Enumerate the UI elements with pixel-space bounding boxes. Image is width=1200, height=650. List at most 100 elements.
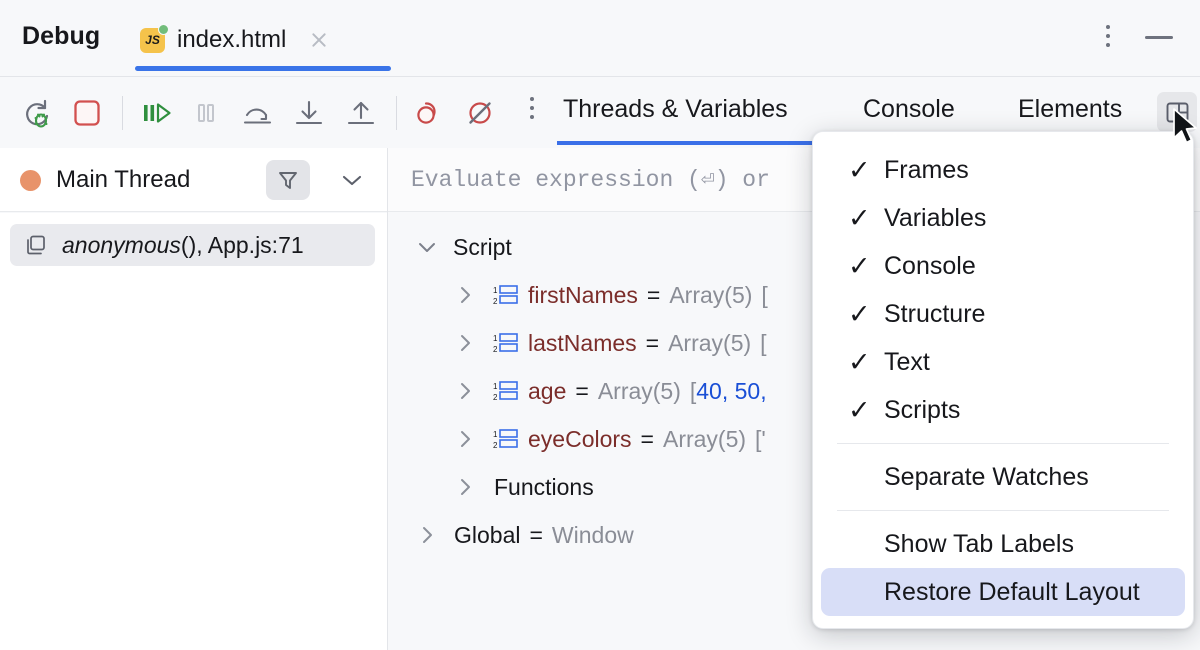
menu-item-label: Variables bbox=[884, 203, 987, 232]
tree-row-eyecolors[interactable]: 1 2 eyeColors = Array(5) [' bbox=[452, 419, 766, 459]
mute-breakpoints-icon bbox=[469, 102, 491, 124]
menu-item-scripts[interactable]: ✓ Scripts bbox=[813, 386, 1193, 434]
svg-text:1: 1 bbox=[493, 286, 498, 295]
chevron-down-icon bbox=[342, 175, 362, 186]
threads-panel-header bbox=[0, 148, 387, 212]
tab-console[interactable]: Console bbox=[863, 95, 955, 123]
assignment-operator: = bbox=[645, 329, 660, 356]
chevron-right-icon[interactable] bbox=[452, 282, 478, 308]
array-icon: 1 2 bbox=[493, 333, 518, 354]
threads-panel-body bbox=[0, 213, 387, 650]
tree-row-global[interactable]: Global = Window bbox=[414, 515, 634, 555]
minimize-icon[interactable] bbox=[1145, 36, 1173, 39]
check-icon: ✓ bbox=[848, 394, 871, 425]
tree-row-age[interactable]: 1 2 age = Array(5) [ 40, 50, bbox=[452, 371, 767, 411]
menu-item-restore-default-layout[interactable]: Restore Default Layout bbox=[821, 568, 1185, 616]
check-icon: ✓ bbox=[848, 154, 871, 185]
rerun-debug-button[interactable] bbox=[16, 92, 58, 134]
chevron-right-icon[interactable] bbox=[452, 426, 478, 452]
filter-button[interactable] bbox=[266, 160, 310, 200]
tab-threads-and-variables[interactable]: Threads & Variables bbox=[563, 95, 788, 123]
chevron-right-icon[interactable] bbox=[414, 522, 440, 548]
variable-value-tail: [' bbox=[755, 425, 766, 452]
step-into-button[interactable] bbox=[288, 92, 330, 134]
variable-name: age bbox=[528, 377, 567, 404]
window-title: Debug bbox=[22, 22, 101, 50]
tree-row-label: Script bbox=[453, 233, 512, 260]
check-icon: ✓ bbox=[848, 250, 871, 281]
view-tab-active-indicator bbox=[557, 141, 820, 145]
filter-funnel-icon bbox=[279, 172, 297, 189]
editor-tab-index-html[interactable]: JS index.html bbox=[136, 10, 336, 70]
variable-value: Array(5) bbox=[669, 281, 753, 308]
list-item-stack-frame[interactable]: anonymous(), App.js:71 bbox=[10, 224, 375, 266]
pause-program-icon bbox=[198, 104, 214, 122]
assignment-operator: = bbox=[529, 521, 543, 548]
resume-button[interactable] bbox=[135, 92, 177, 134]
menu-item-text[interactable]: ✓ Text bbox=[813, 338, 1193, 386]
variable-value-tail: [ bbox=[760, 329, 767, 356]
toolbar-more-button[interactable] bbox=[524, 97, 540, 129]
tab-label: index.html bbox=[177, 26, 287, 53]
step-out-button[interactable] bbox=[340, 92, 382, 134]
step-over-button[interactable] bbox=[237, 92, 279, 134]
variable-value: Array(5) bbox=[668, 329, 752, 356]
chevron-right-icon[interactable] bbox=[452, 378, 478, 404]
resume-program-icon bbox=[144, 103, 171, 123]
menu-item-variables[interactable]: ✓ Variables bbox=[813, 194, 1193, 242]
menu-item-label: Restore Default Layout bbox=[884, 577, 1140, 606]
tree-row-label: Functions bbox=[494, 473, 594, 500]
check-icon: ✓ bbox=[848, 298, 871, 329]
chevron-right-icon[interactable] bbox=[452, 330, 478, 356]
array-icon: 1 2 bbox=[493, 429, 518, 450]
thread-selector-chevron[interactable] bbox=[335, 168, 369, 192]
menu-item-separate-watches[interactable]: Separate Watches bbox=[813, 453, 1193, 501]
menu-item-structure[interactable]: ✓ Structure bbox=[813, 290, 1193, 338]
tab-elements[interactable]: Elements bbox=[1018, 95, 1123, 123]
tree-row-lastnames[interactable]: 1 2 lastNames = Array(5) [ bbox=[452, 323, 767, 363]
menu-item-label: Text bbox=[884, 347, 930, 376]
check-icon: ✓ bbox=[848, 202, 871, 233]
menu-item-label: Separate Watches bbox=[884, 462, 1089, 491]
variable-value: Window bbox=[551, 521, 634, 548]
step-into-icon bbox=[295, 100, 323, 125]
tab-active-indicator bbox=[135, 66, 391, 71]
stop-square-icon bbox=[74, 100, 100, 126]
variable-name: eyeColors bbox=[528, 425, 632, 452]
check-icon: ✓ bbox=[848, 346, 871, 377]
variable-name: firstNames bbox=[528, 281, 638, 308]
close-icon[interactable] bbox=[306, 27, 332, 53]
vertical-ellipsis-icon[interactable] bbox=[1099, 25, 1117, 53]
menu-item-label: Console bbox=[884, 251, 976, 280]
js-file-icon: JS bbox=[140, 23, 169, 53]
layout-settings-menu: ✓ Frames ✓ Variables ✓ Console ✓ Structu… bbox=[812, 131, 1194, 629]
view-breakpoints-button[interactable] bbox=[408, 92, 450, 134]
rerun-debug-icon bbox=[26, 99, 49, 128]
mute-breakpoints-button[interactable] bbox=[459, 92, 501, 134]
chevron-down-icon[interactable] bbox=[414, 234, 440, 260]
svg-text:2: 2 bbox=[493, 297, 498, 306]
js-status-dot bbox=[158, 23, 169, 35]
svg-text:1: 1 bbox=[493, 334, 498, 343]
variable-value-tail: [ bbox=[689, 377, 697, 404]
menu-item-label: Frames bbox=[884, 155, 969, 184]
menu-item-show-tab-labels[interactable]: Show Tab Labels bbox=[813, 520, 1193, 568]
tree-row-functions[interactable]: Functions bbox=[452, 467, 594, 507]
assignment-operator: = bbox=[575, 377, 589, 404]
stop-button[interactable] bbox=[66, 92, 108, 134]
pause-button[interactable] bbox=[186, 92, 228, 134]
view-breakpoints-icon bbox=[417, 102, 436, 124]
title-bar: Debug JS index.html bbox=[0, 0, 1200, 77]
menu-item-label: Structure bbox=[884, 299, 986, 328]
menu-item-console[interactable]: ✓ Console bbox=[813, 242, 1193, 290]
panel-divider bbox=[387, 148, 388, 650]
array-icon: 1 2 bbox=[493, 285, 518, 306]
variable-value-tail: [ bbox=[761, 281, 768, 308]
toolbar-divider bbox=[122, 96, 123, 130]
toolbar-divider-2 bbox=[396, 96, 397, 130]
chevron-right-icon[interactable] bbox=[452, 474, 478, 500]
tree-row-firstnames[interactable]: 1 2 firstNames = Array(5) [ bbox=[452, 275, 768, 315]
tree-row-script[interactable]: Script bbox=[414, 227, 512, 267]
menu-item-frames[interactable]: ✓ Frames bbox=[813, 146, 1193, 194]
